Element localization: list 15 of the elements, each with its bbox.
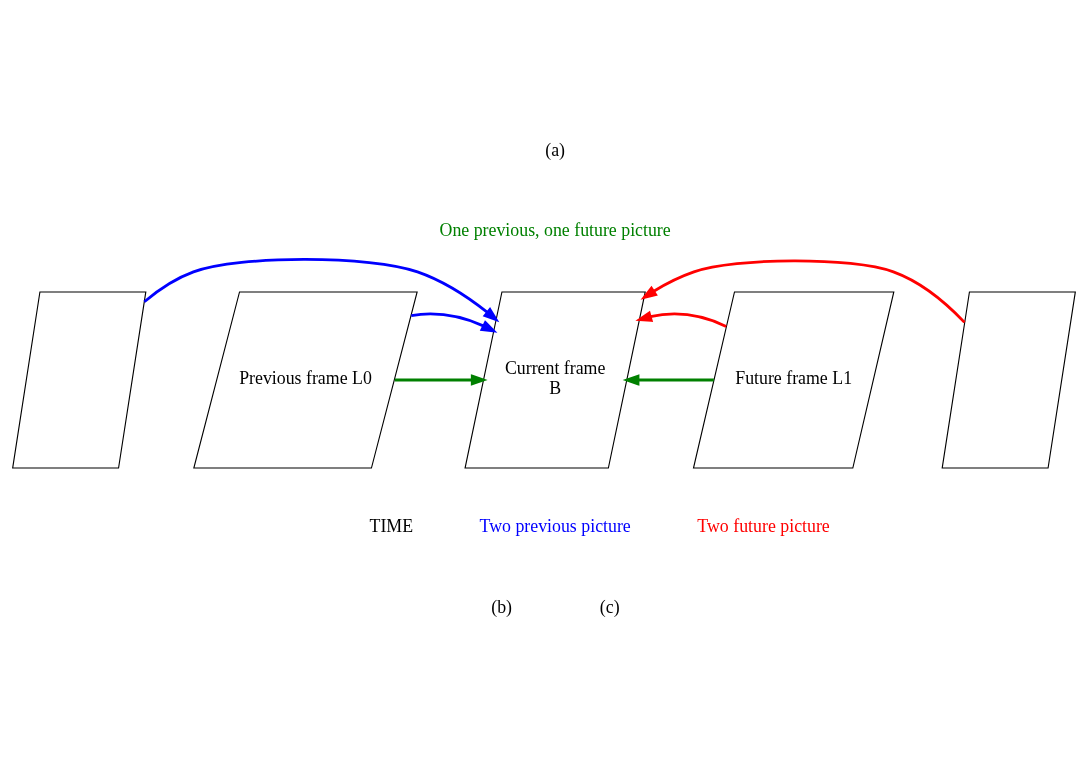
label: TIME [369, 516, 414, 537]
arrow [411, 312, 498, 333]
label: (c) [599, 596, 620, 617]
arrow [622, 374, 714, 386]
arrow [635, 310, 727, 328]
arrow [394, 374, 488, 386]
node-parallelogram [12, 291, 147, 469]
label: (a) [545, 139, 566, 160]
label: Two future picture [697, 516, 830, 537]
arrow [640, 259, 966, 324]
label: Two previous picture [479, 516, 631, 537]
arrow [143, 258, 500, 323]
node-parallelogram [941, 291, 1076, 469]
label: One previous, one future picture [439, 220, 671, 240]
label: (b) [491, 596, 513, 617]
